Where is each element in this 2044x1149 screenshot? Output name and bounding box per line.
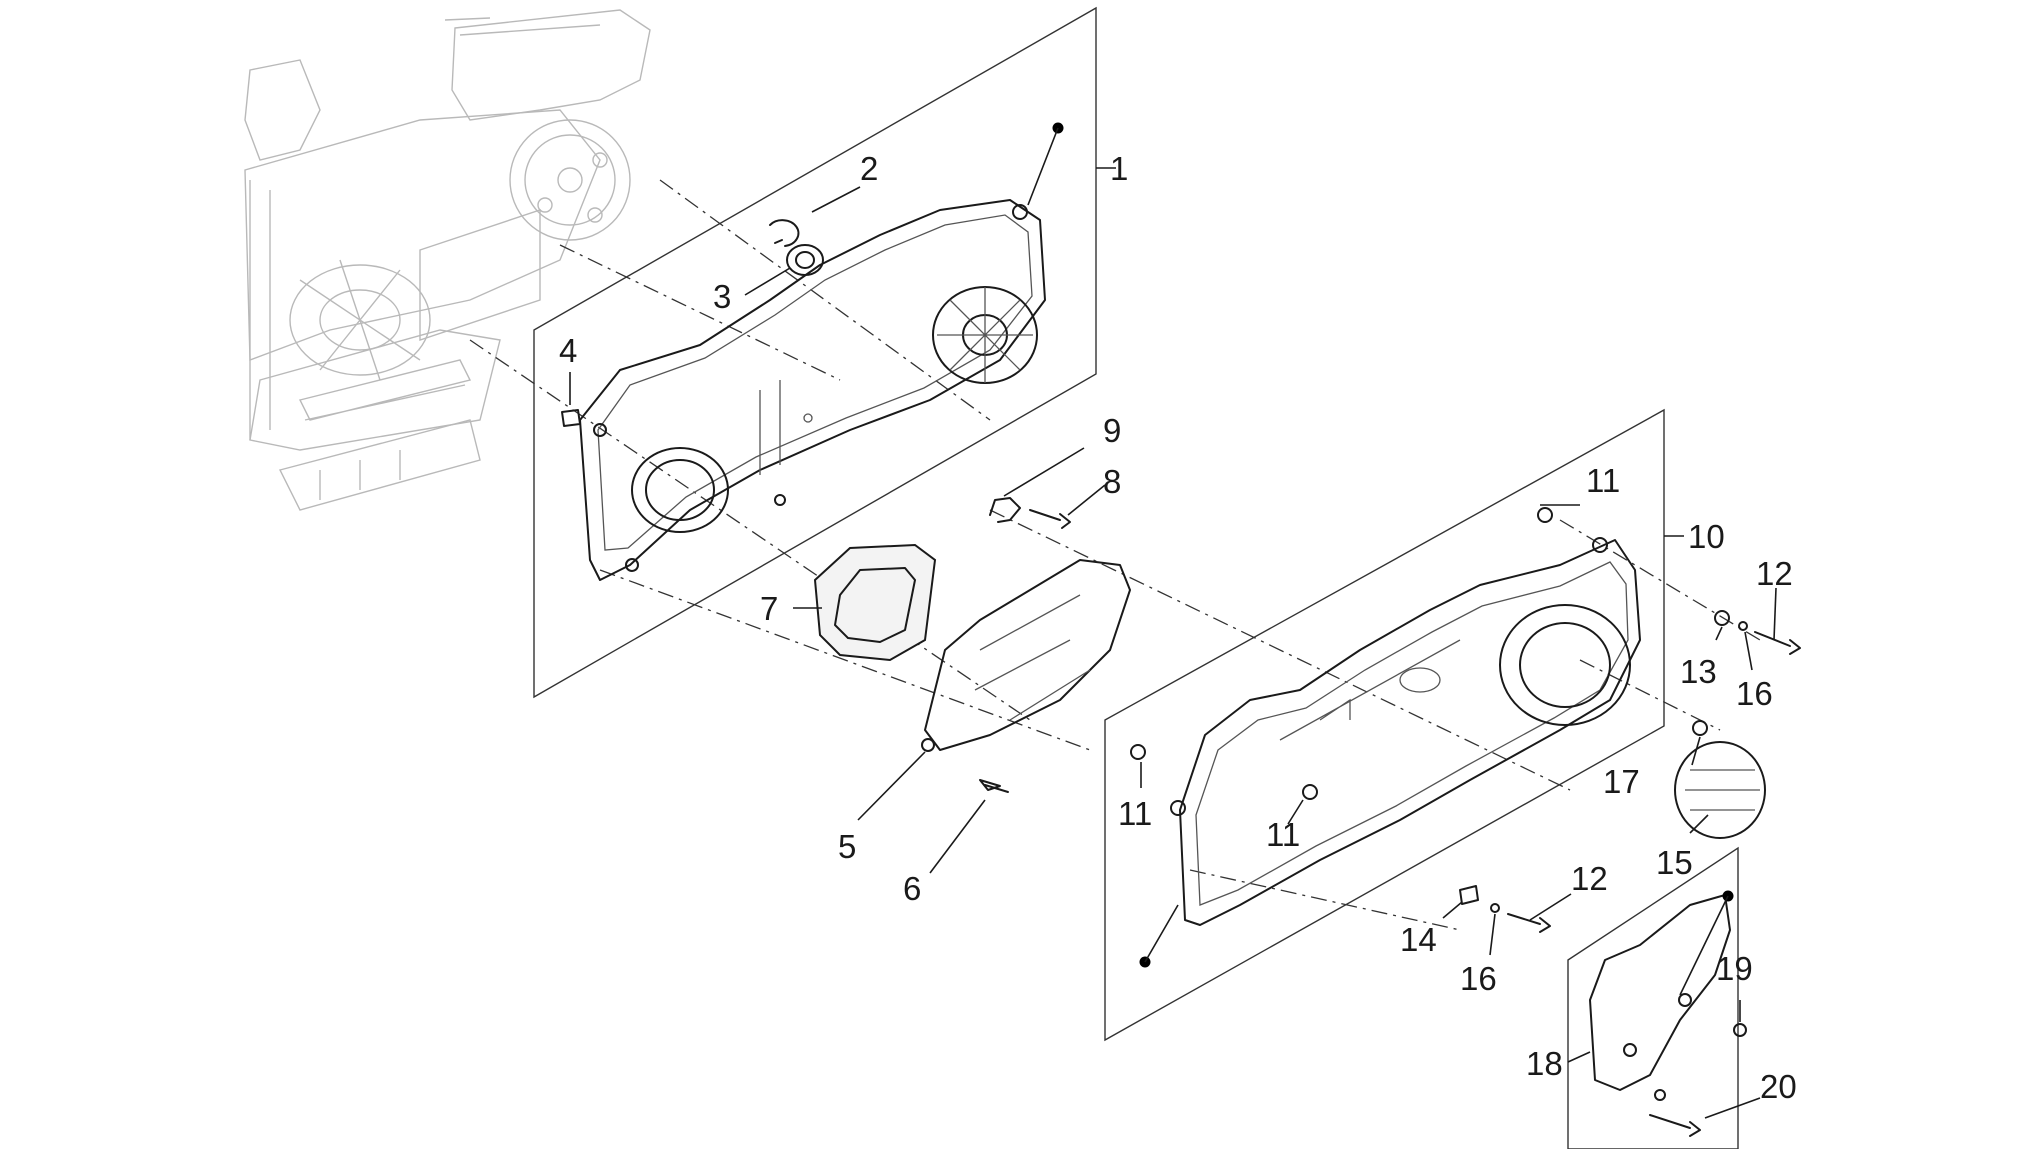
grommet-17 (1692, 720, 1708, 736)
label-10: 10 (1688, 518, 1725, 555)
label-20: 20 (1760, 1068, 1797, 1105)
dowel-pin (561, 409, 581, 427)
label-12-bottom: 12 (1571, 860, 1608, 897)
label-11-mid: 11 (1266, 816, 1300, 853)
grommet-11-mid (1302, 784, 1318, 800)
bearing (786, 244, 824, 276)
screw-8 (1029, 509, 1071, 529)
screw-12-top (1754, 631, 1801, 655)
air-duct-seal (813, 543, 937, 662)
round-cap (1674, 741, 1766, 839)
label-19: 19 (1716, 950, 1753, 987)
label-14: 14 (1400, 921, 1437, 958)
intake-duct (921, 559, 1131, 752)
group-frame-1 (533, 6, 1097, 699)
label-6: 6 (903, 870, 921, 907)
bracket-9 (989, 497, 1021, 523)
small-cover (1589, 894, 1731, 1091)
screw-6 (979, 779, 1009, 793)
grommet-11-top (1537, 507, 1553, 523)
spacer-13 (1714, 610, 1730, 626)
label-16-bottom: 16 (1460, 960, 1497, 997)
label-7: 7 (760, 590, 778, 627)
label-8: 8 (1103, 463, 1121, 500)
label-2: 2 (860, 150, 878, 187)
grommet-11-left (1130, 744, 1146, 760)
outer-cover (1170, 537, 1641, 926)
label-13: 13 (1680, 653, 1717, 690)
label-12-top: 12 (1756, 555, 1793, 592)
group-frame-10 (1104, 408, 1665, 1042)
label-4: 4 (559, 332, 577, 369)
label-17: 17 (1603, 763, 1640, 800)
label-1: 1 (1110, 150, 1128, 187)
washer-16-bottom (1490, 903, 1500, 913)
leader-lines (569, 127, 1777, 1119)
label-18: 18 (1526, 1045, 1563, 1082)
engine-ghost-drawing (244, 9, 651, 511)
washer-20 (1654, 1089, 1666, 1101)
washer-16-top (1738, 621, 1748, 631)
label-16-top: 16 (1736, 675, 1773, 712)
spacer-14 (1459, 885, 1479, 905)
alignment-axes (469, 179, 1761, 931)
label-5: 5 (838, 828, 856, 865)
screw-12-bottom (1507, 913, 1551, 933)
callout-labels: 1 2 3 4 5 6 7 8 9 10 11 11 11 12 12 13 1… (559, 150, 1797, 1105)
transmission-cover-inner (579, 199, 1046, 581)
label-3: 3 (713, 278, 731, 315)
washer-19 (1733, 1023, 1747, 1037)
screw-20 (1649, 1114, 1701, 1137)
label-11-top: 11 (1586, 462, 1620, 499)
circlip (769, 219, 800, 247)
group-frame-18 (1567, 846, 1739, 1149)
label-11-left: 11 (1118, 795, 1152, 832)
label-9: 9 (1103, 412, 1121, 449)
label-15: 15 (1656, 844, 1693, 881)
